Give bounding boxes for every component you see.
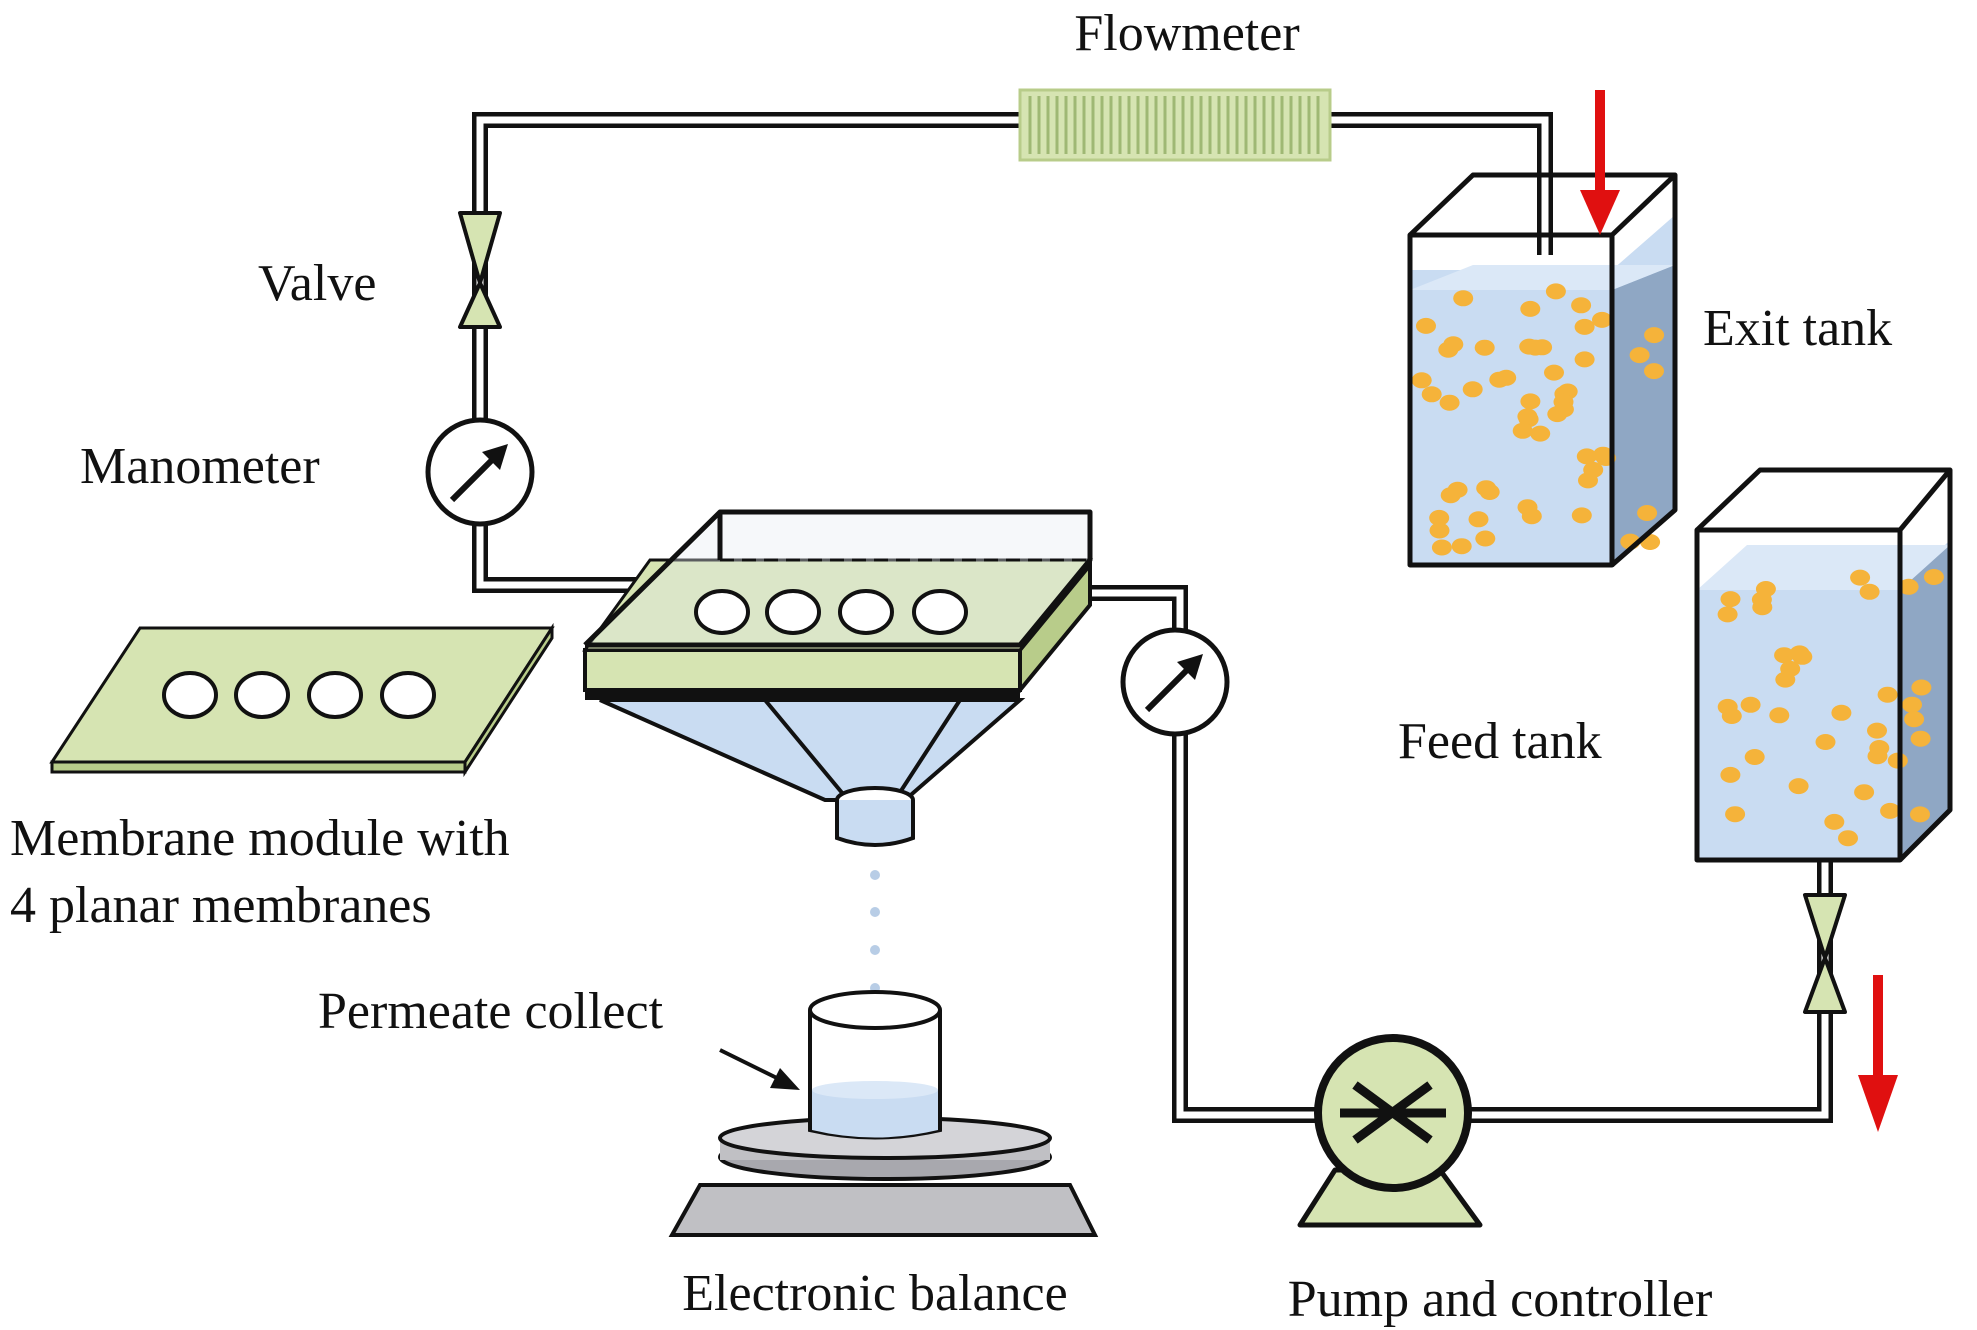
particle bbox=[1512, 422, 1533, 439]
particle bbox=[1902, 696, 1922, 713]
diagram-labels: Flowmeter Valve Manometer Exit tank Feed… bbox=[10, 5, 1892, 1328]
particle bbox=[1520, 393, 1541, 410]
particle bbox=[1443, 336, 1464, 353]
particle bbox=[1475, 530, 1496, 547]
particle bbox=[1725, 806, 1746, 823]
electronic-balance-label: Electronic balance bbox=[682, 1265, 1067, 1322]
particle bbox=[1545, 283, 1566, 300]
particle bbox=[1544, 364, 1564, 381]
particle bbox=[1867, 722, 1887, 739]
particle bbox=[1780, 660, 1801, 677]
particle bbox=[1910, 730, 1931, 747]
feed-valve-icon bbox=[1803, 893, 1847, 1014]
particle bbox=[1629, 347, 1650, 364]
particle bbox=[1815, 734, 1836, 750]
particle bbox=[1923, 569, 1944, 585]
particle bbox=[1740, 696, 1761, 713]
particle bbox=[1774, 647, 1795, 664]
manometer-gauge-icon bbox=[425, 417, 535, 527]
pressure-gauge-icon bbox=[1120, 627, 1230, 737]
manometer-label: Manometer bbox=[80, 438, 320, 495]
particle bbox=[1898, 578, 1919, 595]
particle bbox=[1520, 300, 1541, 317]
planar-membrane-plate bbox=[49, 622, 555, 778]
feed-tank bbox=[1694, 467, 1953, 863]
particle bbox=[1904, 711, 1925, 728]
pump-icon bbox=[1297, 1034, 1483, 1228]
particle bbox=[1571, 297, 1592, 314]
particle bbox=[1576, 448, 1597, 465]
particle bbox=[1429, 522, 1450, 539]
particle bbox=[1553, 401, 1574, 418]
particle bbox=[1720, 766, 1741, 783]
particle bbox=[1429, 509, 1450, 526]
particle bbox=[1476, 480, 1497, 497]
particle bbox=[1877, 686, 1898, 703]
particle bbox=[1720, 591, 1741, 608]
particle bbox=[1517, 408, 1538, 425]
exit-tank bbox=[1407, 172, 1678, 568]
valve-icon bbox=[458, 211, 502, 329]
particle bbox=[1867, 748, 1888, 765]
particle bbox=[1593, 446, 1614, 463]
particle bbox=[1744, 749, 1765, 765]
particle bbox=[1574, 318, 1595, 335]
down-arrow-icon bbox=[1580, 90, 1620, 235]
permeate-beaker bbox=[808, 990, 942, 1140]
particle bbox=[1416, 317, 1436, 334]
electronic-balance bbox=[668, 1116, 1099, 1237]
particle bbox=[1525, 339, 1546, 356]
particle bbox=[1789, 645, 1810, 662]
particle bbox=[1411, 372, 1432, 389]
particle bbox=[1574, 351, 1595, 368]
particle bbox=[1859, 583, 1880, 600]
particle bbox=[1637, 505, 1658, 521]
membrane-module bbox=[582, 509, 1094, 847]
exit-tank-label: Exit tank bbox=[1703, 300, 1892, 357]
particle bbox=[1911, 679, 1932, 696]
particle bbox=[1854, 784, 1875, 801]
pointer-arrow-icon bbox=[719, 1048, 800, 1090]
particle bbox=[1453, 290, 1474, 307]
down-arrow-icon bbox=[1858, 975, 1898, 1132]
particle bbox=[1489, 371, 1510, 388]
particle bbox=[1583, 461, 1604, 478]
particle bbox=[1431, 539, 1452, 556]
membrane-module-label-line2: 4 planar membranes bbox=[10, 877, 432, 934]
particle bbox=[1521, 508, 1542, 525]
valve-label: Valve bbox=[258, 255, 376, 312]
particle bbox=[1788, 778, 1809, 795]
particle bbox=[1468, 511, 1489, 528]
particle bbox=[1530, 425, 1551, 442]
pipe-network bbox=[472, 112, 1833, 1123]
flowmeter bbox=[1018, 88, 1332, 162]
particle bbox=[1644, 327, 1665, 344]
particle bbox=[1721, 708, 1742, 724]
pump-and-controller-label: Pump and controller bbox=[1288, 1271, 1713, 1328]
particle bbox=[1462, 381, 1483, 398]
particle bbox=[1474, 339, 1495, 356]
particle bbox=[1571, 507, 1592, 524]
particle bbox=[1831, 704, 1852, 721]
particle bbox=[1769, 707, 1790, 724]
particle bbox=[1880, 802, 1901, 819]
flowmeter-label: Flowmeter bbox=[1074, 5, 1299, 62]
particle bbox=[1451, 538, 1472, 555]
particle bbox=[1440, 487, 1461, 504]
particle bbox=[1910, 806, 1930, 823]
particle bbox=[1752, 599, 1773, 616]
particle bbox=[1592, 311, 1612, 328]
particle bbox=[1439, 394, 1460, 411]
particle bbox=[1644, 363, 1664, 380]
particle bbox=[1717, 606, 1738, 623]
particle bbox=[1421, 386, 1442, 403]
feed-tank-label: Feed tank bbox=[1398, 713, 1602, 770]
particle bbox=[1838, 830, 1858, 847]
particle bbox=[1824, 813, 1845, 830]
membrane-module-label-line1: Membrane module with bbox=[10, 810, 510, 867]
particle bbox=[1850, 569, 1871, 586]
permeate-collect-label: Permeate collect bbox=[318, 983, 664, 1040]
